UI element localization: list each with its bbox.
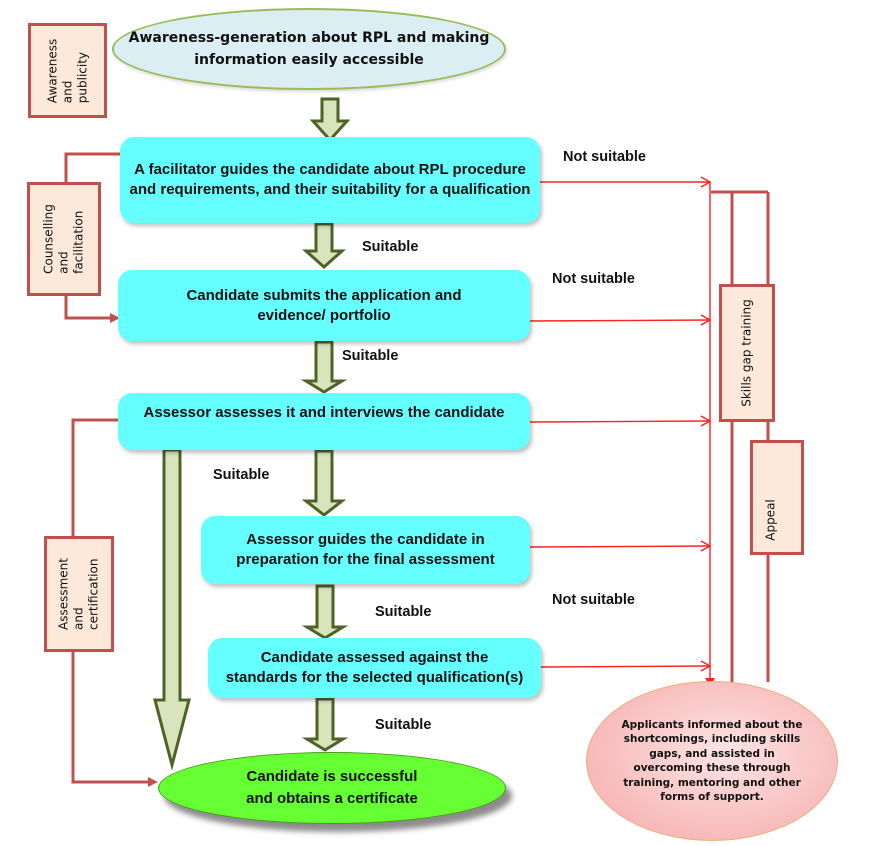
flow-arrow-4 <box>301 449 347 517</box>
counselling-bracket-top <box>64 152 122 184</box>
step-final-assessment-text: Candidate assessed against the standards… <box>225 649 524 686</box>
suitable-label-3: Suitable <box>213 467 270 483</box>
skills-gap-training-box: Skills gap training <box>719 284 775 422</box>
flow-arrow-5 <box>301 584 349 640</box>
phase-awareness-text: Awareness and publicity <box>45 38 89 103</box>
step-facilitation: A facilitator guides the candidate about… <box>120 137 540 223</box>
phase-counselling-text: Counselling and facilitation <box>41 204 86 274</box>
not-suitable-label-3: Not suitable <box>552 592 635 608</box>
appeal-box: Appeal <box>750 440 804 555</box>
step-application-text: Candidate submits the application and ev… <box>186 286 462 324</box>
step-preparation-text: Assessor guides the candidate in prepara… <box>236 531 495 568</box>
suitable-label-1: Suitable <box>362 239 419 255</box>
not-suitable-label-2: Not suitable <box>552 271 635 287</box>
flow-arrow-3 <box>300 340 348 394</box>
suitable-label-2: Suitable <box>342 348 399 364</box>
phase-awareness: Awareness and publicity <box>28 23 107 118</box>
step-facilitation-text: A facilitator guides the candidate about… <box>129 161 531 198</box>
suitable-label-5: Suitable <box>375 717 432 733</box>
start-node: Awareness-generation about RPL and makin… <box>112 8 506 90</box>
assessment-bracket-top <box>71 418 118 536</box>
end-node-text: Candidate is successful and obtains a ce… <box>246 768 418 807</box>
assessment-bracket-bottom <box>71 651 148 784</box>
step-preparation: Assessor guides the candidate in prepara… <box>201 516 530 584</box>
start-node-text: Awareness-generation about RPL and makin… <box>128 30 490 68</box>
reject-line-4 <box>529 545 711 548</box>
flow-arrow-2 <box>302 222 346 270</box>
step-application: Candidate submits the application and ev… <box>118 270 530 341</box>
skills-gap-training-text: Skills gap training <box>739 299 754 407</box>
step-interview: Assessor assesses it and interviews the … <box>118 393 530 450</box>
appeal-text: Appeal <box>763 498 778 541</box>
reject-line-3 <box>529 420 711 423</box>
step-interview-text: Assessor assesses it and interviews the … <box>143 404 505 421</box>
suitable-label-4: Suitable <box>375 604 432 620</box>
reject-line-2 <box>529 319 711 322</box>
phase-assessment: Assessment and certification <box>44 536 114 652</box>
flow-arrow-6 <box>301 697 349 752</box>
step-final-assessment: Candidate assessed against the standards… <box>208 638 541 698</box>
fast-track-arrow <box>153 448 191 771</box>
reject-line-5 <box>540 665 711 668</box>
end-node-success: Candidate is successful and obtains a ce… <box>158 752 506 824</box>
counselling-bracket-bottom <box>64 294 110 320</box>
flow-arrow-1 <box>309 97 351 143</box>
not-suitable-label-1: Not suitable <box>563 149 646 165</box>
not-suitable-outcome: Applicants informed about the shortcomin… <box>586 681 838 841</box>
not-suitable-outcome-text: Applicants informed about the shortcomin… <box>621 718 803 804</box>
phase-assessment-text: Assessment and certification <box>56 558 101 630</box>
phase-counselling: Counselling and facilitation <box>27 182 101 296</box>
